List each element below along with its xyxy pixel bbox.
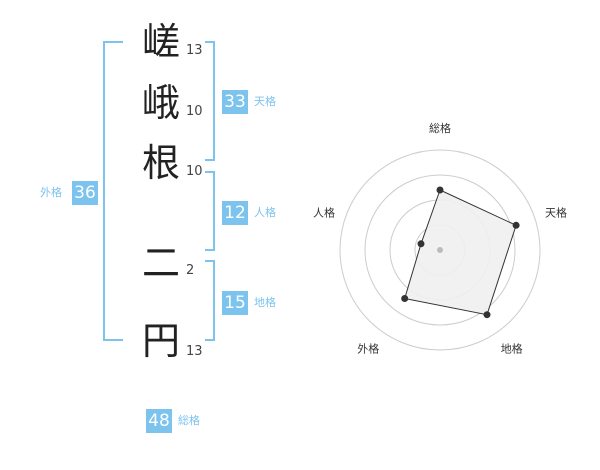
soukaku-value-badge: 48 bbox=[146, 409, 172, 433]
radar-point-2 bbox=[512, 221, 520, 229]
radar-point-4 bbox=[401, 295, 409, 302]
stroke-count-3: 10 bbox=[186, 164, 203, 179]
stroke-count-2: 10 bbox=[186, 104, 203, 119]
tenkaku-bracket bbox=[205, 41, 215, 161]
gaikaku-value-badge: 36 bbox=[72, 181, 98, 205]
name-char-3: 根 bbox=[141, 141, 180, 185]
radar-axis-label-1: 総格 bbox=[429, 121, 451, 135]
stroke-count-4: 2 bbox=[186, 263, 195, 278]
chikaku-bracket bbox=[205, 260, 215, 341]
name-char-5: 円 bbox=[141, 319, 180, 363]
gaikaku-bracket bbox=[103, 41, 123, 341]
radar-point-1 bbox=[436, 186, 444, 194]
radar-area bbox=[404, 189, 517, 316]
radar-center-dot bbox=[437, 247, 443, 253]
chikaku-label: 地格 bbox=[254, 296, 276, 309]
stroke-count-1: 13 bbox=[186, 43, 203, 58]
tenkaku-value-badge: 33 bbox=[222, 90, 248, 114]
radar-axis-label-5: 人格 bbox=[313, 205, 335, 219]
name-char-2: 峨 bbox=[141, 81, 180, 125]
radar-axis-label-2: 天格 bbox=[545, 205, 567, 219]
radar-point-5 bbox=[417, 240, 425, 248]
jinkaku-bracket bbox=[205, 171, 215, 251]
soukaku-label: 総格 bbox=[178, 414, 200, 427]
chikaku-value-badge: 15 bbox=[222, 291, 248, 315]
radar-ring-3 bbox=[364, 174, 516, 326]
radar-ring-4 bbox=[339, 149, 541, 351]
name-char-1: 嵯 bbox=[141, 20, 180, 64]
radar-axis-label-3: 地格 bbox=[501, 342, 523, 356]
radar-point-3 bbox=[483, 311, 491, 319]
gaikaku-label: 外格 bbox=[40, 186, 62, 199]
jinkaku-value-badge: 12 bbox=[222, 201, 248, 225]
radar-axis-label-4: 外格 bbox=[357, 342, 379, 356]
stroke-count-5: 13 bbox=[186, 344, 203, 359]
name-char-4: 二 bbox=[141, 241, 180, 285]
jinkaku-label: 人格 bbox=[254, 206, 276, 219]
tenkaku-label: 天格 bbox=[254, 95, 276, 108]
